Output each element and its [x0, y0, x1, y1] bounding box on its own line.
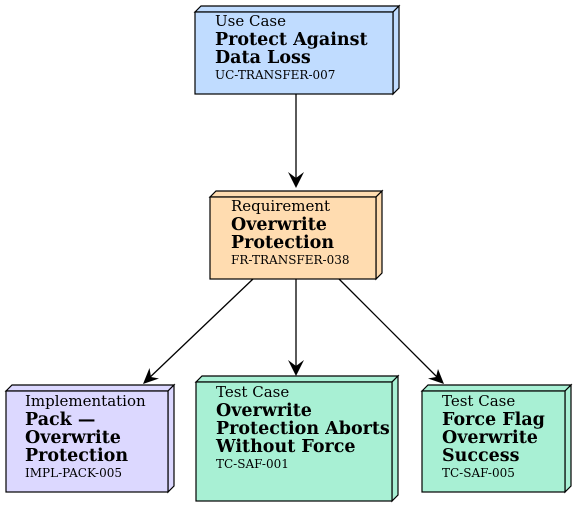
node-kind-label: Test Case	[216, 383, 290, 401]
node-id: IMPL-PACK-005	[25, 466, 122, 480]
node-title: Force Flag Overwrite Success	[442, 410, 545, 466]
arrowhead-icon	[288, 360, 304, 376]
node-implementation[interactable]: Implementation Pack — Overwrite Protecti…	[4, 383, 176, 494]
node-id: UC-TRANSFER-007	[215, 68, 336, 82]
node-id: TC-SAF-005	[442, 466, 515, 480]
node-kind-label: Implementation	[25, 392, 146, 410]
node-kind-label: Use Case	[215, 12, 286, 30]
node-title: Pack — Overwrite Protection	[25, 410, 129, 466]
node-id: TC-SAF-001	[216, 457, 289, 471]
node-test-case-2[interactable]: Test Case Force Flag Overwrite Success T…	[420, 383, 573, 494]
arrowhead-icon	[143, 368, 159, 384]
arrowhead-icon	[288, 172, 304, 188]
box-3d-shape	[420, 383, 573, 494]
node-use-case[interactable]: Use Case Protect Against Data Loss UC-TR…	[193, 4, 401, 96]
box-3d-shape	[193, 4, 401, 96]
node-title: Overwrite Protection	[231, 215, 335, 253]
arrowhead-icon	[428, 369, 444, 384]
box-3d-shape	[208, 189, 384, 281]
edge-requirement-to-test-case-2	[338, 278, 444, 384]
box-3d-shape	[4, 383, 176, 494]
node-test-case-1[interactable]: Test Case Overwrite Protection Aborts Wi…	[194, 374, 400, 503]
edge-usecase-to-requirement	[288, 93, 304, 188]
node-title: Overwrite Protection Aborts Without Forc…	[216, 401, 390, 457]
node-kind-label: Test Case	[442, 392, 516, 410]
node-requirement[interactable]: Requirement Overwrite Protection FR-TRAN…	[208, 189, 384, 281]
box-3d-shape	[194, 374, 400, 503]
node-title: Protect Against Data Loss	[215, 30, 368, 68]
edge-requirement-to-test-case-1	[288, 279, 304, 376]
node-kind-label: Requirement	[231, 197, 331, 215]
edge-requirement-to-implementation	[143, 278, 254, 384]
node-id: FR-TRANSFER-038	[231, 253, 350, 267]
